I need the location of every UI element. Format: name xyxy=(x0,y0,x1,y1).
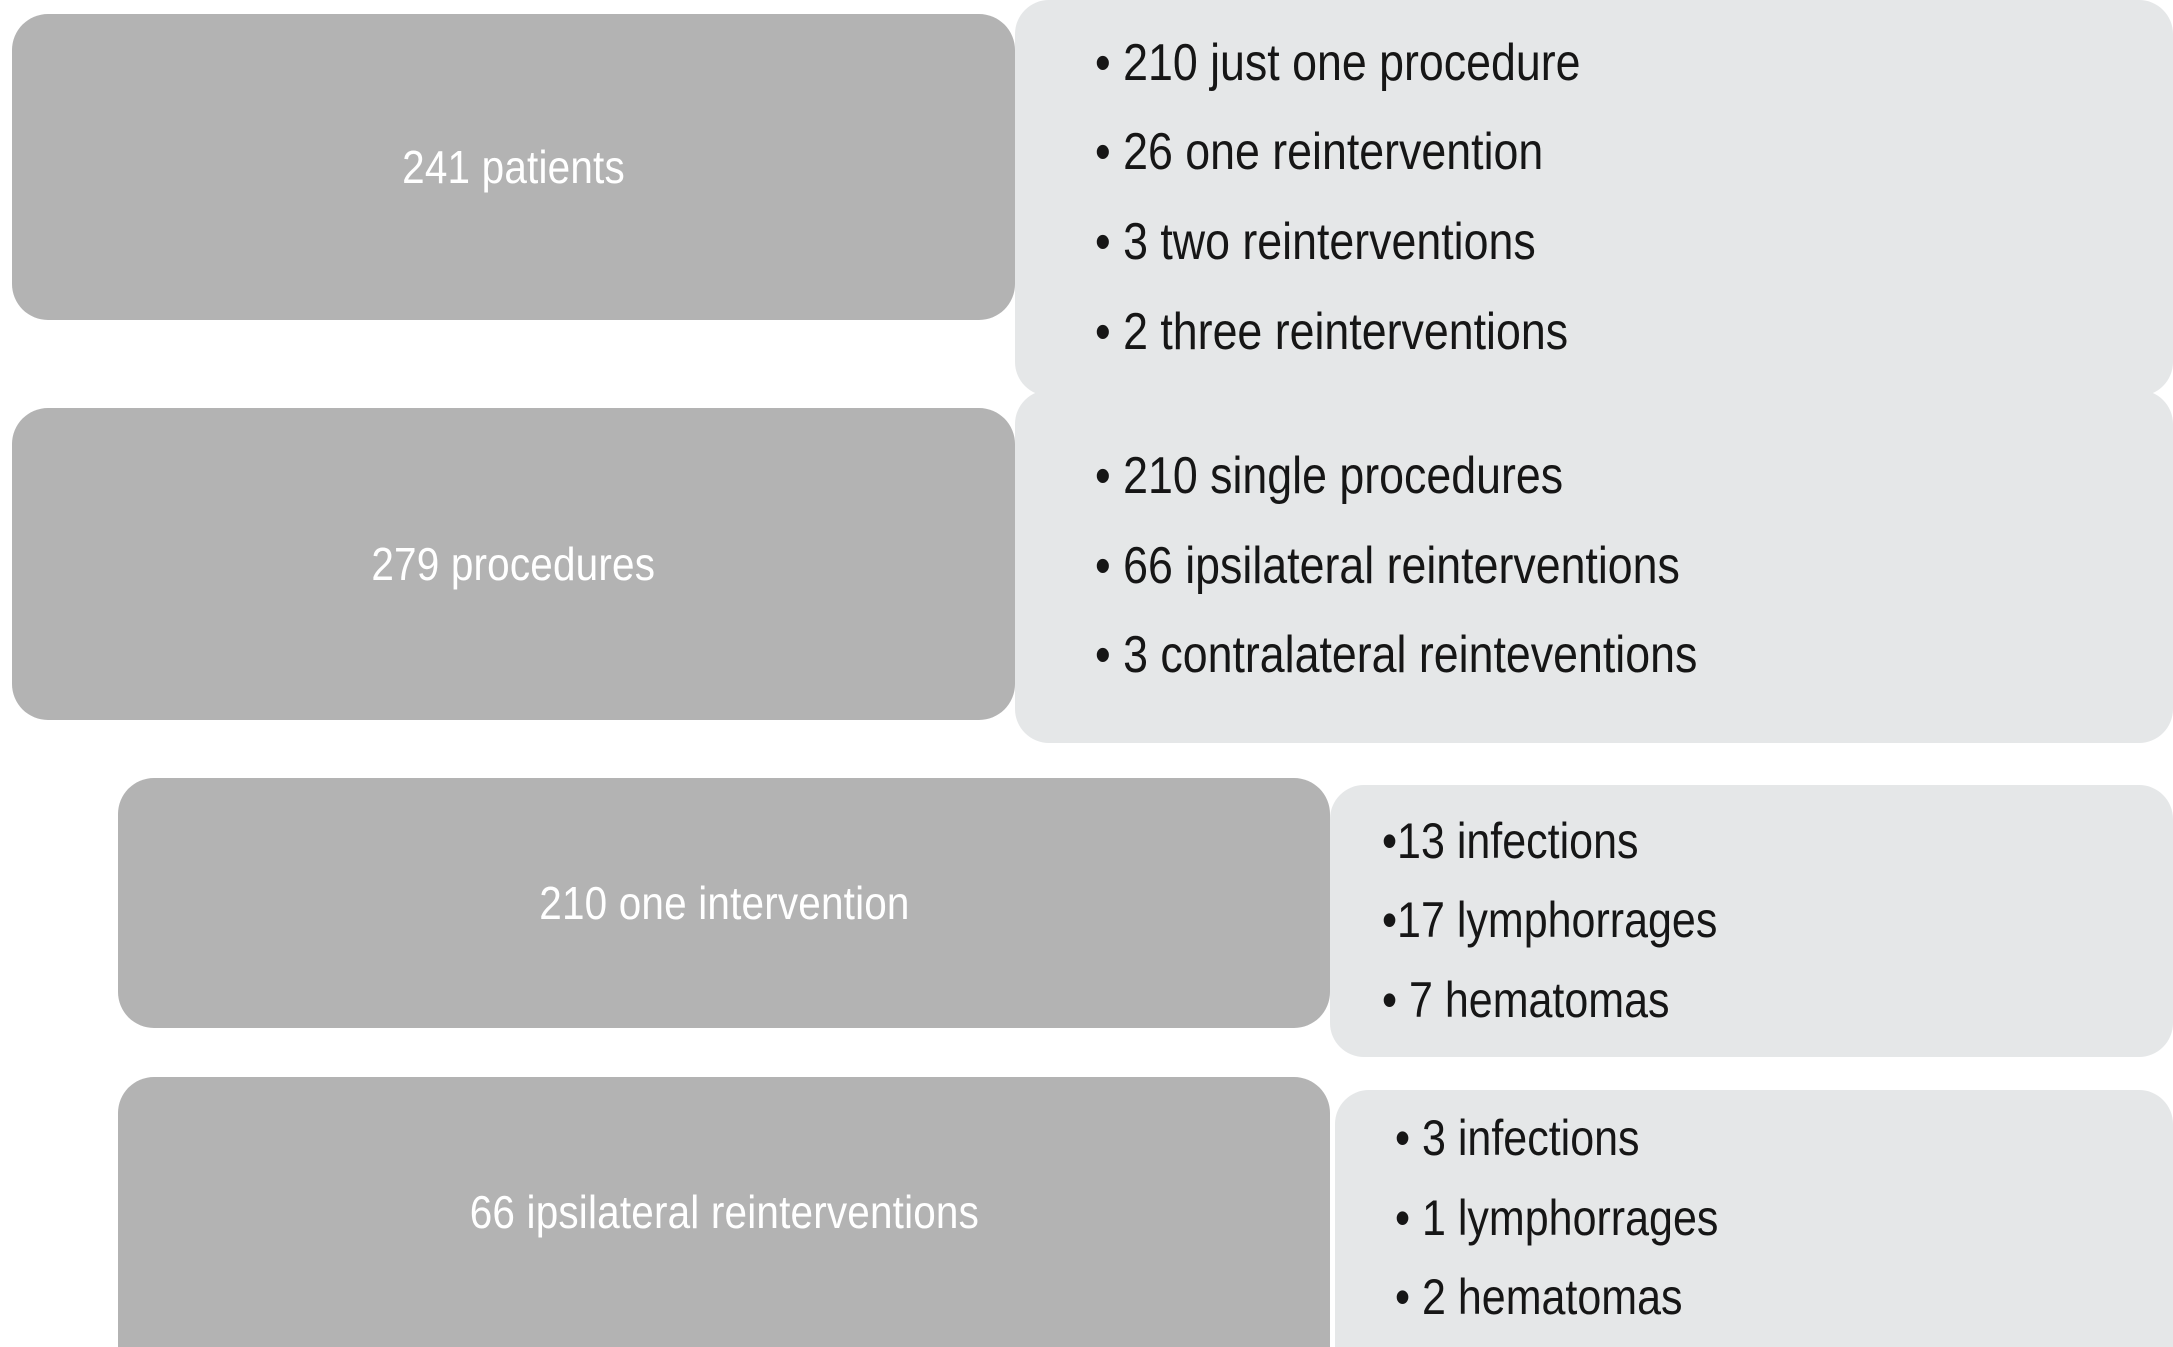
summary-box-one-intervention: 210 one intervention xyxy=(118,778,1330,1028)
detail-list-row-4: • 3 infections • 1 lymphorrages • 2 hema… xyxy=(1395,1112,2173,1325)
detail-panel-row-4: • 3 infections • 1 lymphorrages • 2 hema… xyxy=(1335,1090,2173,1347)
summary-label: 210 one intervention xyxy=(538,877,910,929)
detail-panel-row-2: • 210 single procedures • 66 ipsilateral… xyxy=(1015,390,2173,743)
detail-list-row-3: •13 infections •17 lymphorrages • 7 hema… xyxy=(1382,812,2173,1028)
summary-label: 66 ipsilateral reinterventions xyxy=(469,1186,979,1238)
list-item: • 210 just one procedure xyxy=(1095,33,1581,92)
summary-box-patients: 241 patients xyxy=(12,14,1015,320)
list-item: • 210 single procedures xyxy=(1095,447,1564,506)
summary-label: 279 procedures xyxy=(371,538,656,590)
list-item: • 1 lymphorrages xyxy=(1395,1189,1719,1246)
summary-box-procedures: 279 procedures xyxy=(12,408,1015,720)
detail-list-row-1: • 210 just one procedure • 26 one reinte… xyxy=(1095,33,2173,361)
detail-list-row-2: • 210 single procedures • 66 ipsilateral… xyxy=(1095,447,2173,685)
list-item: •13 infections xyxy=(1382,812,1639,869)
list-item: • 3 contralateral reinteventions xyxy=(1095,626,1698,685)
list-item: • 2 hematomas xyxy=(1395,1269,1683,1326)
summary-label: 241 patients xyxy=(402,141,625,193)
detail-panel-row-1: • 210 just one procedure • 26 one reinte… xyxy=(1015,0,2173,396)
list-item: • 2 three reinterventions xyxy=(1095,302,1569,361)
list-item: • 7 hematomas xyxy=(1382,971,1670,1028)
summary-box-ipsilateral-reinterventions: 66 ipsilateral reinterventions xyxy=(118,1077,1330,1347)
detail-panel-row-3: •13 infections •17 lymphorrages • 7 hema… xyxy=(1330,785,2173,1057)
list-item: • 66 ipsilateral reinterventions xyxy=(1095,536,1680,595)
list-item: •17 lymphorrages xyxy=(1382,892,1718,949)
list-item: • 3 infections xyxy=(1395,1110,1640,1167)
list-item: • 26 one reintervention xyxy=(1095,123,1544,182)
list-item: • 3 two reinterventions xyxy=(1095,213,1536,271)
